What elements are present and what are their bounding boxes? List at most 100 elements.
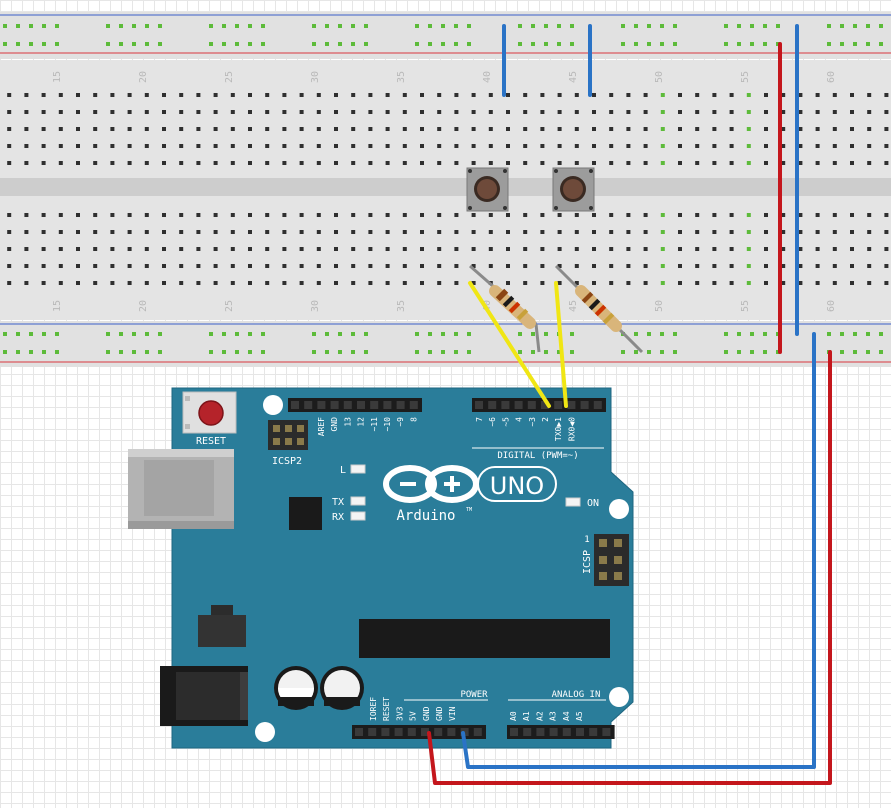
rail-hole xyxy=(557,42,561,46)
header-socket[interactable] xyxy=(501,401,510,409)
breadboard-hole xyxy=(626,144,631,148)
breadboard-hole xyxy=(420,161,424,165)
header-socket[interactable] xyxy=(549,728,558,736)
breadboard-hole xyxy=(385,264,390,268)
breadboard-hole xyxy=(712,144,717,148)
header-socket[interactable] xyxy=(368,728,377,736)
breadboard-hole xyxy=(402,127,407,131)
header-socket[interactable] xyxy=(475,401,483,409)
header-socket[interactable] xyxy=(554,401,563,409)
header-socket[interactable] xyxy=(394,728,403,736)
breadboard-hole xyxy=(179,127,184,131)
header-socket[interactable] xyxy=(407,728,416,736)
breadboard-hole xyxy=(746,281,751,285)
pin-label: 12 xyxy=(357,417,366,427)
rail-hole xyxy=(647,350,651,354)
wire-yellow-pin2 xyxy=(554,281,568,408)
header-socket[interactable] xyxy=(355,728,363,736)
reset-button[interactable] xyxy=(182,391,237,434)
breadboard-hole xyxy=(41,281,46,285)
breadboard-hole xyxy=(76,144,80,148)
header-socket[interactable] xyxy=(330,401,339,409)
header-socket[interactable] xyxy=(357,401,365,409)
breadboard-hole xyxy=(815,264,820,268)
breadboard-hole xyxy=(506,264,510,268)
header-socket[interactable] xyxy=(473,728,482,736)
breadboard-hole xyxy=(144,127,149,131)
header-socket[interactable] xyxy=(562,728,571,736)
pin-label: A4 xyxy=(562,711,571,721)
rail-hole xyxy=(364,332,368,336)
breadboard-hole xyxy=(334,161,338,165)
arduino-uno-board[interactable]: RESET ICSP2 xyxy=(128,387,634,749)
header-socket[interactable] xyxy=(409,401,418,409)
breadboard-hole xyxy=(678,264,682,268)
breadboard-hole xyxy=(179,264,184,268)
header-socket[interactable] xyxy=(383,401,392,409)
breadboard-hole xyxy=(334,264,338,268)
breadboard-hole xyxy=(506,110,510,114)
pushbutton[interactable] xyxy=(466,167,509,212)
rail-hole xyxy=(531,42,535,46)
header-socket[interactable] xyxy=(593,401,602,409)
header-socket[interactable] xyxy=(567,401,576,409)
header-socket[interactable] xyxy=(589,728,598,736)
rail-hole xyxy=(428,350,432,354)
header-socket[interactable] xyxy=(527,401,536,409)
breadboard-hole xyxy=(867,247,872,251)
header-socket[interactable] xyxy=(580,401,589,409)
breadboard-hole xyxy=(110,93,115,97)
header-socket[interactable] xyxy=(510,728,518,736)
breadboard-hole xyxy=(832,110,837,114)
breadboard-hole xyxy=(574,144,579,148)
breadboard-hole xyxy=(76,213,80,217)
breadboard-hole xyxy=(781,247,786,251)
column-number: 45 xyxy=(568,300,579,312)
header-socket[interactable] xyxy=(370,401,379,409)
rail-hole xyxy=(531,332,535,336)
header-socket[interactable] xyxy=(541,401,549,409)
header-socket[interactable] xyxy=(343,401,352,409)
breadboard-hole xyxy=(7,213,12,217)
digital-header-right[interactable] xyxy=(472,398,606,412)
breadboard-hole xyxy=(179,93,184,97)
header-socket[interactable] xyxy=(523,728,532,736)
rail-hole xyxy=(248,42,252,46)
rail-hole xyxy=(737,332,741,336)
breadboard-hole xyxy=(626,247,631,251)
header-socket[interactable] xyxy=(447,728,456,736)
analog-header[interactable] xyxy=(507,725,615,739)
rail-hole xyxy=(55,332,59,336)
breadboard-hole xyxy=(144,264,149,268)
pushbutton[interactable] xyxy=(552,167,595,212)
header-socket[interactable] xyxy=(396,401,405,409)
breadboard-hole xyxy=(488,110,493,114)
header-socket[interactable] xyxy=(421,728,429,736)
breadboard-hole xyxy=(230,230,235,234)
breadboard-hole xyxy=(76,161,80,165)
header-socket[interactable] xyxy=(602,728,611,736)
header-socket[interactable] xyxy=(536,728,545,736)
breadboard-hole xyxy=(248,247,252,251)
icsp2-label: ICSP2 xyxy=(272,456,302,467)
header-socket[interactable] xyxy=(514,401,523,409)
header-socket[interactable] xyxy=(381,728,390,736)
breadboard-hole xyxy=(144,93,149,97)
power-header[interactable] xyxy=(352,725,486,739)
breadboard-hole xyxy=(850,281,854,285)
header-socket[interactable] xyxy=(434,728,443,736)
digital-header-left[interactable] xyxy=(288,398,422,412)
breadboard-hole xyxy=(93,264,98,268)
rail-hole xyxy=(351,24,355,28)
header-socket[interactable] xyxy=(291,401,299,409)
header-socket[interactable] xyxy=(488,401,497,409)
breadboard-hole xyxy=(76,93,80,97)
header-socket[interactable] xyxy=(317,401,326,409)
pin-label: A2 xyxy=(535,711,544,721)
pin-label: 4 xyxy=(515,417,524,422)
breadboard-hole xyxy=(282,247,287,251)
header-socket[interactable] xyxy=(304,401,313,409)
header-socket[interactable] xyxy=(576,728,584,736)
breadboard-hole xyxy=(523,110,528,114)
breadboard-hole xyxy=(420,127,424,131)
